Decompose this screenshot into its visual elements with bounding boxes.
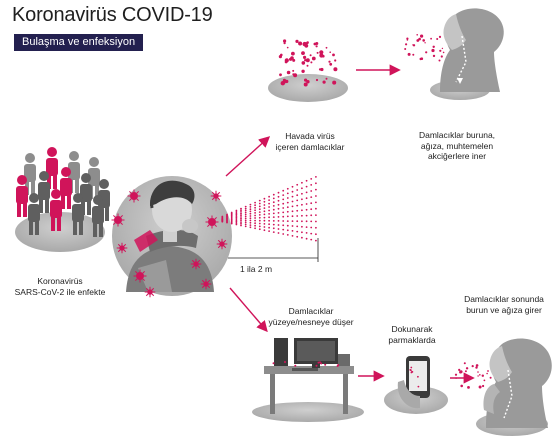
virus-icon [200,278,212,290]
virus-icon [116,242,128,254]
crowd-icon [15,147,110,252]
droplet-cloud-icon [268,39,348,102]
person-icon [46,147,58,189]
head-profile-icon [404,8,504,100]
subtitle-badge: Bulaşma ve enfeksiyon [14,34,144,51]
person-icon [88,157,100,199]
caption-airborne: Havada virüs içeren damlacıklar [275,131,345,152]
virus-icon [190,258,202,270]
caption-inhaled: Damlacıklar buruna, ağıza, muhtemelen ak… [418,130,496,161]
person-icon [28,193,40,235]
person-icon [80,173,92,215]
virus-icon [210,190,222,202]
caption-distance: 1 ila 2 m [239,264,273,274]
flow-arrows [225,64,475,384]
person-icon [60,167,72,209]
virus-icon [216,238,228,250]
virus-icon [111,213,125,227]
caption-face: Damlacıklar sonunda burun ve ağıza girer [464,294,544,315]
page-title: Koronavirüs COVID-19 [12,4,213,26]
person-icon [72,193,84,235]
virus-icon [144,286,156,298]
virus-icon [127,189,141,203]
coughing-person-icon [111,176,232,298]
person-icon [92,195,104,237]
person-icon [50,189,62,231]
person-icon [38,171,50,213]
droplet-spray-cone [221,176,317,242]
desk-computer-icon [252,338,364,422]
caption-touch: Dokunarak parmaklarda [388,324,436,345]
person-icon [16,175,28,217]
distance-bracket [228,238,319,262]
caption-surface: Damlacıklar yüzeye/nesneye düşer [268,306,354,327]
virus-icon [133,269,147,283]
caption-infected: Koronavirüs SARS-CoV-2 ile enfekte [14,276,106,297]
virus-icon [205,215,219,229]
phone-hand-icon [384,356,448,414]
head-profile-icon-2 [454,338,552,436]
